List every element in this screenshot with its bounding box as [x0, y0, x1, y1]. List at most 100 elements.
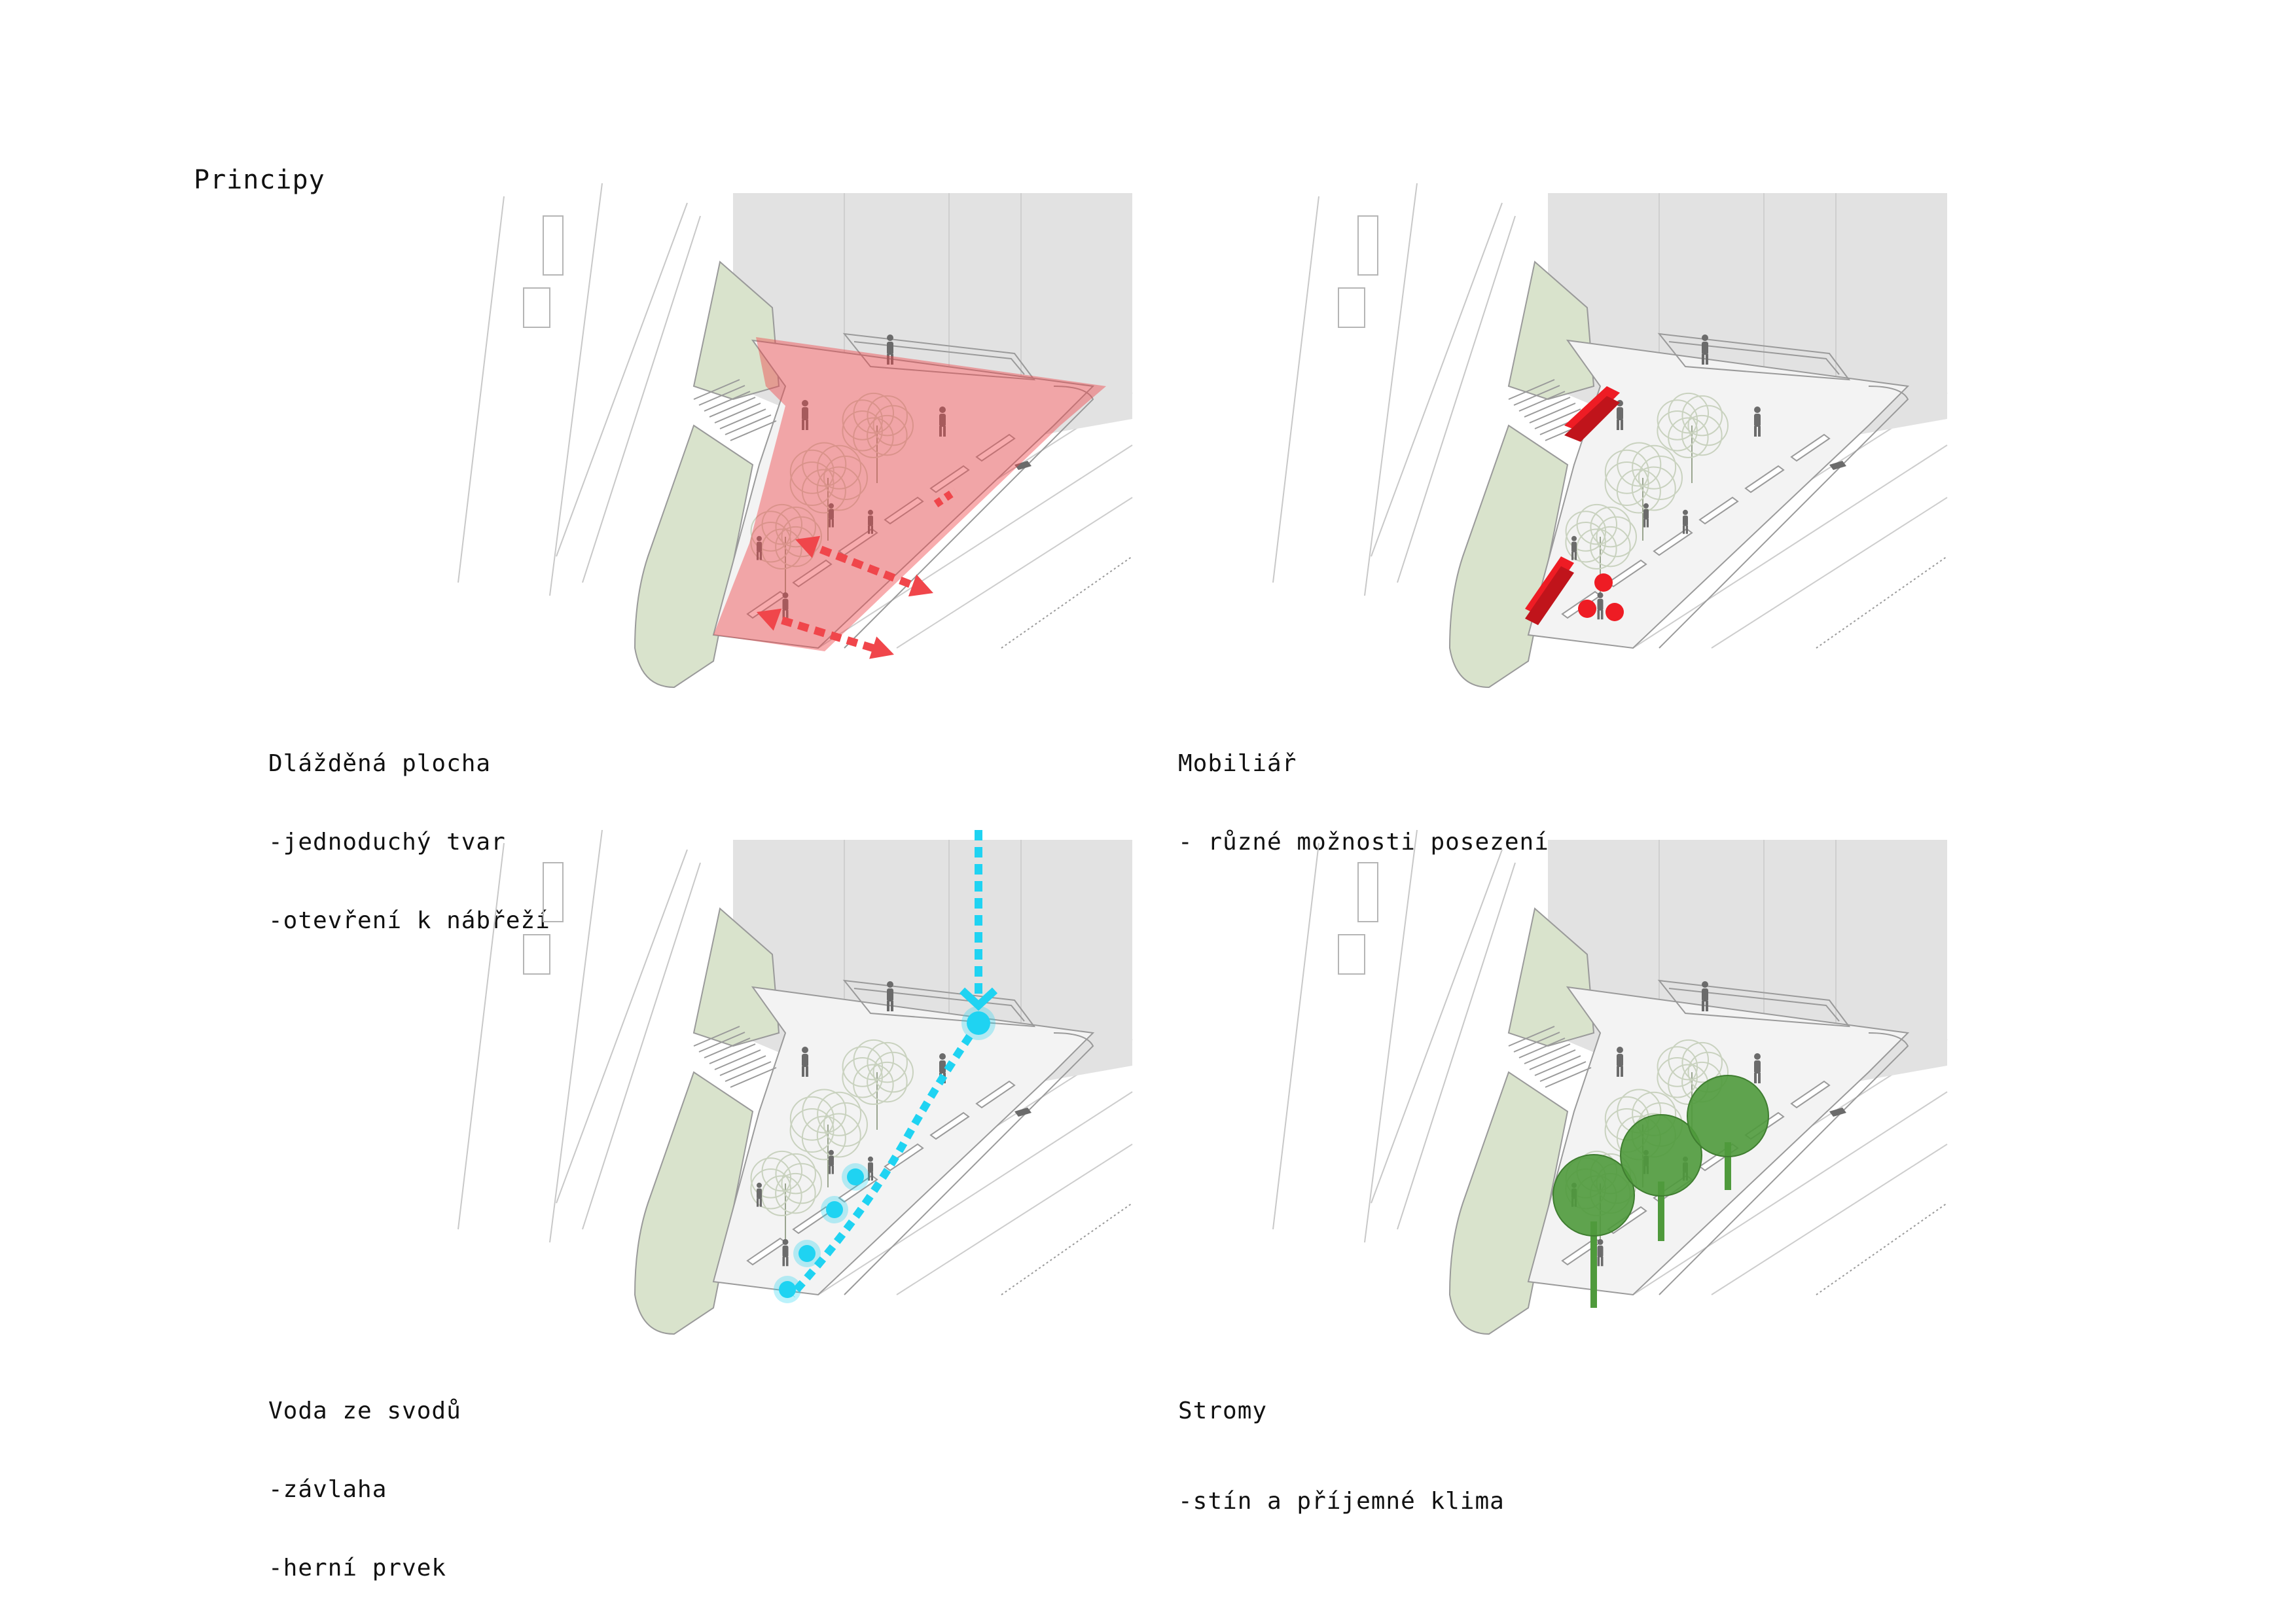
person-figure: [1702, 981, 1708, 1011]
tree-sketch: [789, 1089, 868, 1187]
water-edge: [1001, 556, 1133, 649]
caption-paving-line-3: -otevření k nábřeží: [268, 907, 550, 934]
water-edge: [1816, 1202, 1948, 1295]
panel-water: [457, 829, 1133, 1491]
upper-lawn: [692, 261, 780, 401]
person-figure: [1617, 400, 1623, 430]
arrow-head-right: [869, 636, 894, 659]
street-line: [1272, 183, 1418, 596]
base-plan-water: [457, 829, 1133, 1335]
upper-lawn: [692, 907, 780, 1047]
person-figure: [1643, 503, 1649, 528]
person-figure: [868, 509, 873, 534]
stairs: [1508, 1026, 1592, 1088]
plaza-edge: [844, 1032, 1094, 1295]
tree-sketch: [750, 1150, 822, 1241]
caption-furniture-line-1: Mobiliář: [1178, 750, 1297, 777]
caption-furniture-line-2: - různé možnosti posezení: [1178, 829, 1549, 856]
stool: [1605, 603, 1624, 621]
person-figure: [1571, 535, 1577, 560]
person-figure: [868, 1156, 873, 1181]
dog-figure: [1014, 461, 1031, 470]
tree-sketch: [1657, 392, 1729, 483]
tree-sketch: [1565, 503, 1637, 594]
arrow-line: [764, 611, 885, 655]
water-channel: [789, 1020, 982, 1298]
caption-water-line-2: -závlaha: [268, 1476, 387, 1503]
street-object: [523, 215, 564, 328]
caption-paving-line-1: Dlážděná plocha: [268, 750, 492, 777]
water-edge: [1001, 1202, 1133, 1295]
arrow-line: [803, 539, 925, 593]
tree-crown: [1620, 1114, 1702, 1197]
lower-lawn: [634, 424, 754, 689]
podium-steps-inner: [853, 341, 1025, 375]
downpipe-arrow: [959, 987, 998, 1011]
water-point: [779, 1281, 796, 1298]
kerb-line: [1371, 849, 1516, 1230]
tree-sketch: [750, 503, 822, 594]
base-plan-furniture: [1272, 183, 1948, 689]
person-figure: [782, 1238, 789, 1267]
tree-crown: [1687, 1075, 1769, 1157]
stool: [1578, 600, 1596, 618]
arrow-head-right: [908, 574, 933, 597]
street-line: [1272, 829, 1418, 1243]
bench-lower-side: [1525, 566, 1574, 625]
water-point: [826, 1201, 843, 1218]
street-line: [457, 183, 603, 596]
water-point: [847, 1168, 864, 1185]
water-overlay: [774, 830, 998, 1303]
person-figure: [1617, 1047, 1623, 1077]
caption-trees-line-2: -stín a příjemné klima: [1178, 1488, 1505, 1515]
person-figure: [887, 981, 893, 1011]
trees-overlay: [1552, 1075, 1769, 1308]
street-object: [1338, 862, 1378, 975]
water-point: [798, 1245, 816, 1262]
site-plan: [1272, 183, 1948, 689]
stairs: [693, 379, 777, 441]
person-figure: [1754, 406, 1761, 437]
upper-lawn: [1507, 261, 1595, 401]
site-plan: [1272, 829, 1948, 1335]
street-object: [523, 862, 564, 975]
lower-lawn: [634, 1071, 754, 1335]
person-figure: [1597, 1238, 1604, 1267]
tree-sketch: [789, 442, 868, 541]
person-figure: [1597, 592, 1604, 620]
stool: [1594, 573, 1613, 592]
person-figure: [1683, 509, 1688, 534]
podium-steps: [1657, 333, 1851, 381]
bench-row: [746, 433, 1016, 619]
kerb-line: [556, 849, 701, 1230]
panel-paving: [457, 183, 1133, 844]
person-figure: [939, 406, 946, 437]
opening-arrows: [757, 488, 958, 659]
arrow-line: [933, 488, 958, 507]
caption-water-line-1: Voda ze svodů: [268, 1398, 461, 1424]
person-figure: [1702, 334, 1708, 365]
street-line: [457, 829, 603, 1243]
podium-steps-inner: [853, 988, 1025, 1022]
lower-lawn: [1448, 1071, 1569, 1335]
street-object: [1338, 215, 1378, 328]
lower-lawn: [1448, 424, 1569, 689]
furniture-overlay: [1525, 386, 1624, 625]
water-point: [967, 1011, 990, 1035]
caption-trees-line-1: Stromy: [1178, 1398, 1268, 1424]
caption-water-line-3: -herní prvek: [268, 1555, 447, 1581]
person-figure: [802, 1047, 808, 1077]
caption-furniture: Mobiliář - různé možnosti posezení: [1178, 698, 1549, 882]
site-plan: [457, 183, 1133, 689]
kerb-line: [1371, 202, 1516, 583]
caption-paving: Dlážděná plocha -jednoduchý tvar -otevře…: [268, 698, 550, 960]
bench-row: [746, 1080, 1016, 1266]
paved-area: [713, 337, 1106, 651]
person-figure: [802, 400, 808, 430]
podium-steps: [842, 333, 1036, 381]
water-edge: [1816, 556, 1948, 649]
person-figure: [829, 1149, 834, 1174]
plaza-edge: [844, 386, 1094, 649]
person-figure: [887, 334, 893, 365]
base-plan-paving: [457, 183, 1133, 689]
